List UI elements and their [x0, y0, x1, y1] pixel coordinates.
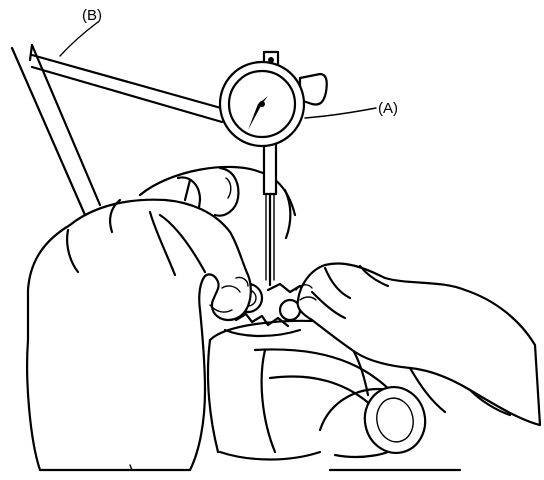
right-hand — [295, 262, 542, 427]
callout-b-leader — [59, 21, 99, 57]
callout-label-b: (B) — [82, 7, 102, 24]
differential-case — [138, 165, 462, 472]
gauge-stand — [10, 43, 230, 217]
left-hand — [26, 198, 252, 472]
callout-label-a: (A) — [378, 100, 398, 117]
dial-gauge — [218, 50, 377, 287]
